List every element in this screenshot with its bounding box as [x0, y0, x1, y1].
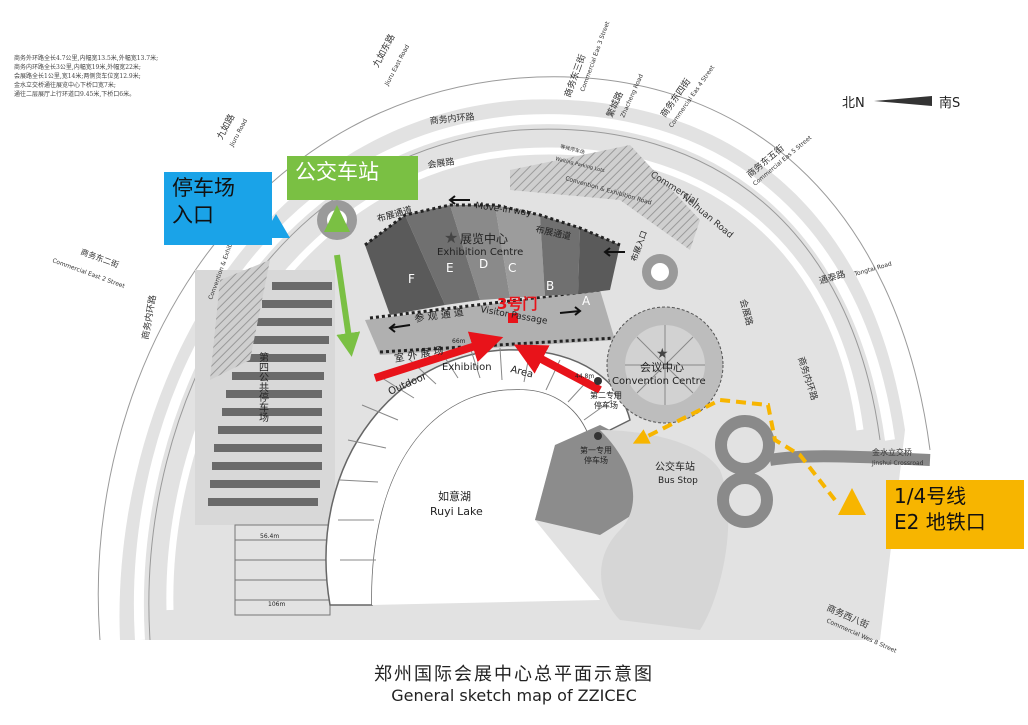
outdoor-area-en-3: Area: [509, 364, 534, 380]
exhibition-star-icon: ★: [444, 228, 458, 247]
waiting-lots-w: [210, 260, 270, 380]
route-red-2: [513, 344, 602, 394]
metro-exit-label: E2 地铁口: [894, 510, 986, 534]
outer-ring-road-2: [133, 114, 895, 641]
compass-south: 南S: [939, 96, 961, 111]
bus-stop-area: [535, 425, 640, 535]
outer-ring-road-1: [101, 79, 925, 641]
hall-d: D: [479, 257, 488, 271]
convention-centre-building: [606, 306, 724, 424]
visitor-passage: [365, 290, 615, 355]
parking-entry-callout: 停车场 入口: [164, 172, 272, 245]
lake-en: Ruyi Lake: [430, 505, 483, 518]
route-green: [334, 254, 361, 357]
exhibition-centre-zh: 展览中心: [460, 231, 508, 246]
parking-stripes: [208, 282, 332, 506]
road-east2-zh: 商务东二街: [79, 246, 120, 269]
dim-66m: 66m: [452, 338, 466, 345]
compass-north: 北N: [842, 96, 865, 111]
bus-station-marker: [324, 205, 350, 232]
road-jinshui-zh: 金水立交桥: [872, 447, 912, 457]
road-notes: 商务外环路全长4.7公里,内幅宽13.5米,外幅宽13.7米; 商务内环路全长3…: [14, 54, 214, 99]
outer-ring-edge-1: [97, 76, 931, 641]
metro-exit-callout: 1/4号线 E2 地铁口: [886, 480, 1024, 549]
parking2-label-2: 停车场: [594, 400, 618, 410]
road-note: 商务外环路全长4.7公里,内幅宽13.5米,外幅宽13.7米;: [14, 55, 159, 62]
bus-station-label: 公交车站: [295, 160, 379, 184]
metro-line-label: 1/4号线: [894, 484, 967, 508]
interchange: [715, 415, 931, 528]
parking1-label-1: 第一专用: [580, 445, 612, 455]
exhibition-centre-en: Exhibition Centre: [437, 247, 523, 258]
gate3-marker: [508, 313, 518, 323]
road-huizhan: 会展路: [427, 155, 455, 171]
parking1-dot: [594, 432, 602, 440]
road-note: 商务内环路全长3公里,内幅宽19米,外幅宽22米;: [14, 64, 141, 71]
exhibition-halls: [364, 203, 621, 315]
route-yellow: [632, 397, 837, 502]
parking2-label-1: 第二专用: [590, 390, 622, 400]
road-note: 金水立交桥通往展览中心下桥口宽7米;: [14, 82, 116, 89]
convention-star-icon: ★: [656, 346, 669, 362]
ruyi-lake: [371, 389, 600, 605]
road-note: 通往二层展厅上行环道口9.45米,下桥口6米。: [14, 91, 136, 98]
bus-stop-zh: 公交车站: [655, 460, 695, 473]
dim-44m: 44.8m: [575, 373, 594, 380]
map-caption-en: General sketch map of ZZICEC: [391, 686, 637, 705]
parking1-label-2: 停车场: [584, 455, 608, 465]
outdoor-area-en-2: Exhibition: [442, 362, 492, 373]
parking2-dot: [594, 377, 602, 385]
compass-arrow-icon: [874, 96, 932, 106]
parking-entry-line2: 入口: [172, 203, 214, 227]
gate3-label: 3号门: [497, 295, 537, 313]
hall-b: B: [546, 279, 554, 293]
lake-zh: 如意湖: [438, 489, 471, 503]
convention-centre-zh: 会议中心: [640, 361, 684, 374]
central-ground: [600, 430, 729, 630]
road-jinshui-en: Jinshui Crossroad: [871, 460, 924, 467]
bus-stop-en: Bus Stop: [658, 476, 698, 486]
map-caption-zh: 郑州国际会展中心总平面示意图: [374, 664, 654, 685]
bus-station-callout: 公交车站: [287, 156, 418, 200]
hall-c: C: [508, 261, 516, 275]
route-red-1: [373, 331, 504, 382]
metro-marker: [838, 488, 866, 515]
hall-a: A: [582, 294, 591, 308]
dim-106m: 106m: [268, 601, 285, 608]
hall-f: F: [408, 272, 415, 286]
hall-e: E: [446, 261, 454, 275]
roundabout-ne: [642, 254, 678, 290]
road-inner-ring-w: 商务内环路: [139, 294, 159, 340]
road-note: 会展路全长1公里,宽14米;两侧货车位宽12.9米;: [14, 73, 141, 80]
move-in-arrows: [388, 195, 625, 333]
waiting-lots-ne: [510, 145, 700, 250]
convention-centre-en: Convention Centre: [612, 376, 706, 387]
outer-ring-edge-2: [148, 128, 881, 641]
parking4-label: 第四公共停车场: [257, 351, 269, 423]
dim-56m: 56.4m: [260, 533, 279, 540]
parking-entry-line1: 停车场: [172, 176, 235, 200]
